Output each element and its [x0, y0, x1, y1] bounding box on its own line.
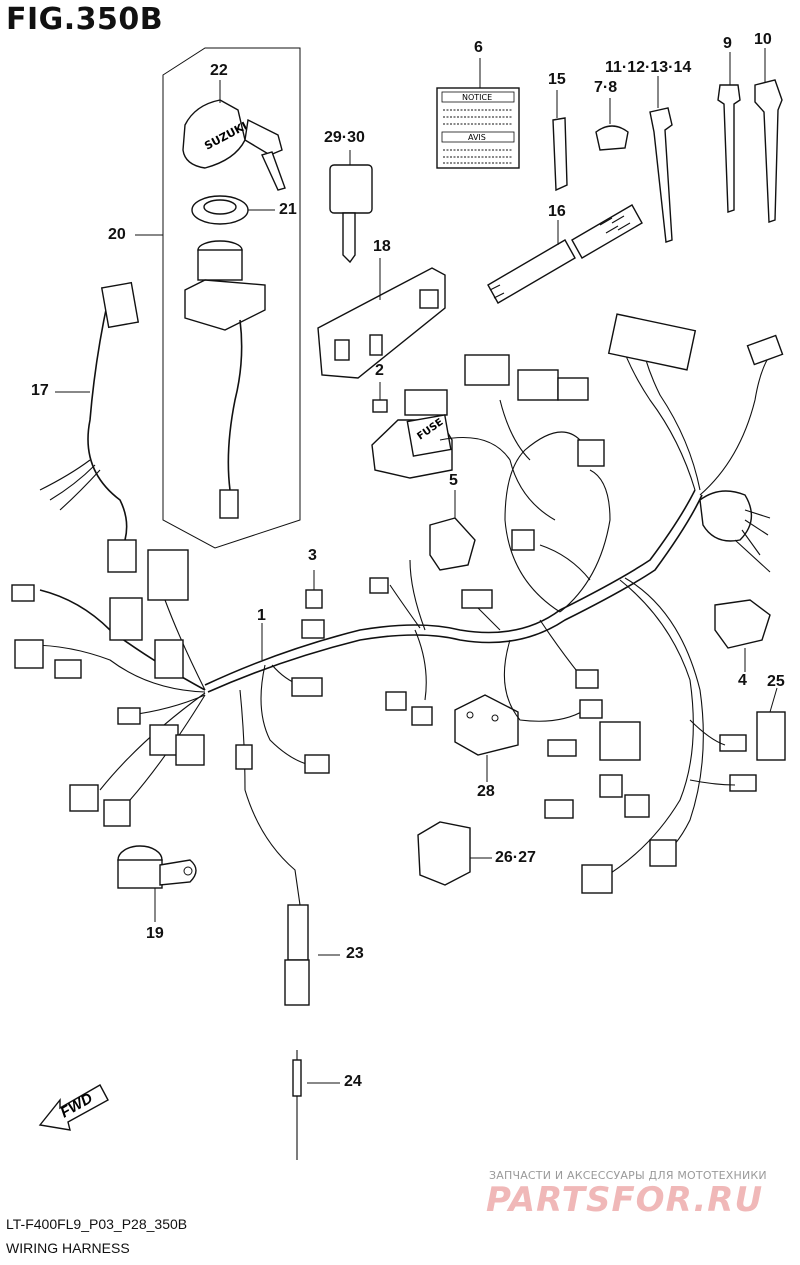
notice-label-part: NOTICE AVIS — [436, 58, 520, 169]
callout-7-8: 7·8 — [594, 79, 618, 96]
rubber-cap-5-part — [429, 490, 476, 571]
callout-28: 28 — [477, 783, 495, 800]
callout-23: 23 — [346, 945, 364, 962]
callout-15: 15 — [548, 71, 566, 88]
callout-24: 24 — [344, 1073, 362, 1090]
avis-text: AVIS — [468, 133, 486, 142]
cable-tie-11-14-part — [649, 76, 673, 243]
callout-18: 18 — [373, 238, 391, 255]
ignition-switch-kit-outline — [135, 47, 301, 549]
cable-tie-9-part — [717, 52, 741, 213]
fuse-box-bracket-part — [317, 258, 446, 379]
fuse-part — [372, 382, 388, 413]
callout-5: 5 — [449, 472, 458, 489]
callout-2: 2 — [375, 362, 384, 379]
callout-1: 1 — [257, 607, 266, 624]
figure-caption: WIRING HARNESS — [6, 1240, 130, 1256]
callout-29-30: 29·30 — [324, 129, 365, 146]
rubber-cap-4-part — [714, 599, 771, 672]
callout-17: 17 — [31, 382, 49, 399]
callout-25: 25 — [767, 673, 785, 690]
sub-harness-17-part — [39, 281, 140, 573]
callout-26-27: 26·27 — [495, 849, 536, 866]
blank-key-part — [329, 150, 373, 264]
callout-19: 19 — [146, 925, 164, 942]
ignition-switch-part — [184, 240, 266, 519]
relay-26-27-part — [417, 821, 492, 886]
callout-11-12-13-14: 11·12·13·14 — [605, 59, 692, 76]
relay-25-part — [756, 687, 786, 761]
callout-16: 16 — [548, 203, 566, 220]
callout-10: 10 — [754, 31, 772, 48]
callout-20: 20 — [108, 226, 126, 243]
watermark-brand: PARTSFOR.RU — [486, 1180, 764, 1220]
protector-tube-part — [487, 204, 643, 304]
main-harness-1-part — [11, 313, 784, 1160]
figure-code: LT-F400FL9_P03_P28_350B — [6, 1216, 188, 1232]
callout-3: 3 — [308, 547, 317, 564]
fuse-box-part: FUSE — [371, 389, 453, 479]
callout-4: 4 — [738, 672, 747, 689]
fwd-arrow-icon: FWD — [38, 1084, 109, 1131]
callout-22: 22 — [210, 62, 228, 79]
ignition-cap-part: SUZUKI — [182, 80, 286, 191]
bracket-plate-28-part — [454, 694, 519, 782]
watermark-tagline: ЗАПЧАСТИ И АКСЕССУАРЫ ДЛЯ МОТОТЕХНИКИ — [489, 1169, 767, 1182]
cable-tie-10-part — [754, 48, 783, 223]
notice-text: NOTICE — [462, 93, 492, 102]
wire-clamp-15-part — [552, 90, 568, 192]
callout-21: 21 — [279, 201, 297, 218]
callout-6: 6 — [474, 39, 483, 56]
connector-3-part — [301, 570, 325, 639]
sensor-19-part — [117, 845, 197, 922]
wire-clamp-7-8-part — [595, 98, 629, 151]
figure-title: FIG.350B — [6, 2, 164, 37]
callout-9: 9 — [723, 35, 732, 52]
lock-nut-part — [191, 195, 275, 225]
